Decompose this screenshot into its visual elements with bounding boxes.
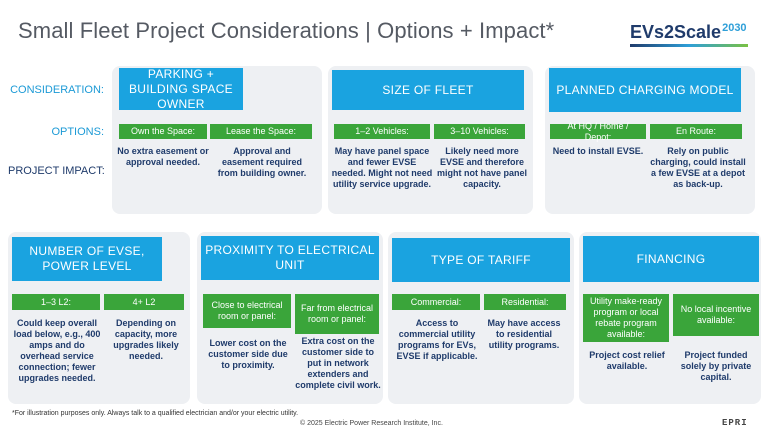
impact-residential: May have access to residential utility p… (487, 318, 561, 350)
heading-proximity: PROXIMITY TO ELECTRICAL UNIT (201, 236, 379, 280)
option-utility-program: Utility make-ready program or local reba… (583, 294, 669, 342)
impact-commercial: Access to commercial utility programs fo… (396, 318, 478, 361)
impact-3-10-vehicles: Likely need more EVSE and therefore migh… (436, 146, 527, 189)
impact-lease-space: Approval and easement required from buil… (217, 146, 307, 178)
impact-utility-program: Project cost relief available. (589, 350, 665, 371)
impact-no-incentive: Project funded solely by private capital… (680, 350, 752, 382)
option-residential: Residential: (484, 294, 566, 310)
option-en-route: En Route: (650, 124, 742, 139)
impact-close-room: Lower cost on the customer side due to p… (208, 338, 288, 370)
impact-at-hq: Need to install EVSE. (552, 146, 644, 156)
option-1-2-vehicles: 1–2 Vehicles: (334, 124, 430, 139)
impact-4-plus-l2: Depending on capacity, more upgrades lik… (113, 318, 179, 361)
heading-financing: FINANCING (583, 236, 759, 282)
option-3-10-vehicles: 3–10 Vehicles: (434, 124, 525, 139)
evs2scale-logo: EVs2Scale2030 (630, 20, 750, 52)
impact-own-space: No extra easement or approval needed. (117, 146, 209, 167)
footnote: *For illustration purposes only. Always … (12, 410, 299, 417)
option-own-space: Own the Space: (119, 124, 207, 139)
option-1-3-l2: 1–3 L2: (12, 294, 100, 310)
epri-logo: EPRI (722, 418, 748, 428)
option-close-room: Close to electrical room or panel: (203, 294, 291, 328)
row-label-impact: PROJECT IMPACT: (8, 165, 105, 177)
logo-text: EVs2Scale (630, 22, 722, 42)
option-no-incentive: No local incentive available: (673, 294, 759, 336)
page-title: Small Fleet Project Considerations | Opt… (18, 18, 555, 43)
impact-1-3-l2: Could keep overall load below, e.g., 400… (13, 318, 101, 383)
heading-charging-model: PLANNED CHARGING MODEL (549, 68, 741, 112)
option-far-room: Far from electrical room or panel: (295, 294, 379, 334)
impact-en-route: Rely on public charging, could install a… (650, 146, 746, 189)
heading-fleet-size: SIZE OF FLEET (332, 70, 524, 110)
logo-wordmark: EVs2Scale2030 (630, 22, 747, 43)
copyright: © 2025 Electric Power Research Institute… (300, 420, 443, 427)
option-lease-space: Lease the Space: (210, 124, 312, 139)
impact-1-2-vehicles: May have panel space and fewer EVSE need… (331, 146, 433, 189)
option-at-hq: At HQ / Home / Depot: (550, 121, 646, 142)
row-label-options: OPTIONS: (51, 126, 104, 138)
logo-swoosh (630, 44, 748, 47)
impact-far-room: Extra cost on the customer side to put i… (295, 336, 381, 390)
row-label-consideration: CONSIDERATION: (10, 84, 104, 96)
heading-parking-owner: PARKING + BUILDING SPACE OWNER (119, 67, 243, 111)
option-4-plus-l2: 4+ L2 (104, 294, 184, 310)
option-commercial: Commercial: (392, 294, 480, 310)
heading-evse-number: NUMBER OF EVSE, POWER LEVEL (12, 237, 162, 281)
logo-year: 2030 (722, 22, 747, 34)
heading-tariff: TYPE OF TARIFF (392, 238, 570, 282)
